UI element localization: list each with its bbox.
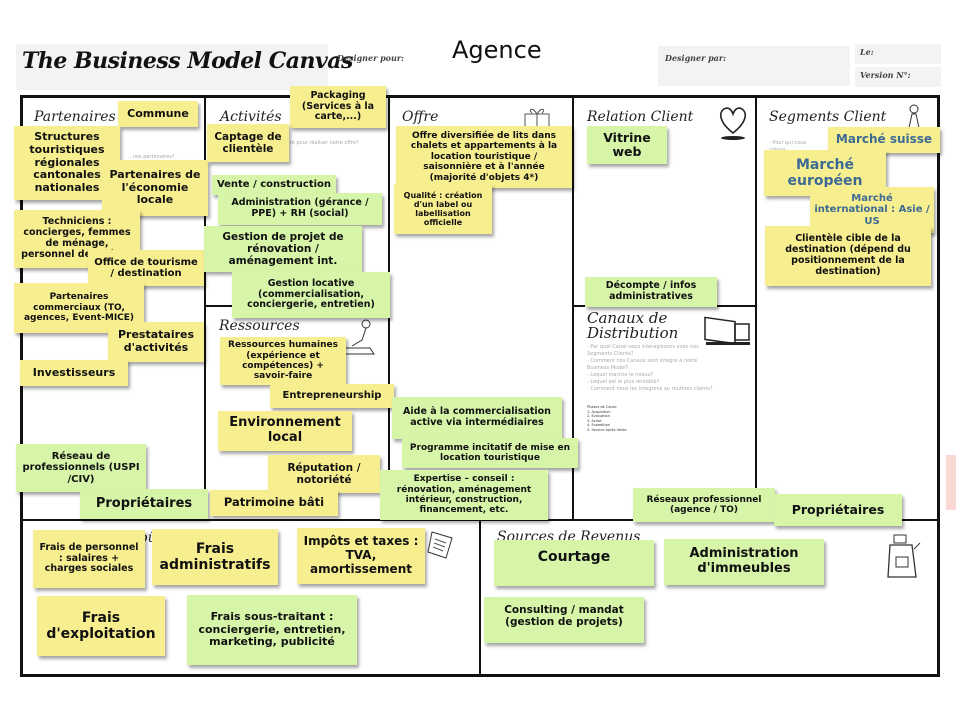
note-reseau-professionnels[interactable]: Réseau de professionnels (USPI /CIV)	[16, 444, 146, 492]
note-qualite-label[interactable]: Qualité : création d'un label ou labelli…	[394, 184, 492, 234]
note-patrimoine-bati[interactable]: Patrimoine bâti	[210, 490, 338, 516]
note-proprietaires-partners[interactable]: Propriétaires	[80, 489, 208, 519]
note-aide-commercialisation[interactable]: Aide à la commercialisation active via i…	[392, 397, 562, 439]
section-title-segments: Segments Client	[769, 109, 887, 125]
invoice-icon	[427, 531, 453, 559]
section-title-offer: Offre	[402, 109, 439, 125]
note-vitrine-web[interactable]: Vitrine web	[587, 126, 667, 164]
divider	[479, 520, 481, 675]
designed-for-value: Agence	[452, 36, 542, 64]
note-expertise-conseil[interactable]: Expertise – conseil : rénovation, aménag…	[380, 470, 548, 520]
note-consulting-mandat[interactable]: Consulting / mandat (gestion de projets)	[484, 597, 644, 643]
note-captage-clientele[interactable]: Captage de clientèle	[207, 124, 289, 162]
note-entrepreneurship[interactable]: Entrepreneurship	[270, 384, 394, 408]
note-programme-incitatif[interactable]: Programme incitatif de mise en location …	[402, 438, 578, 468]
person-icon	[908, 104, 920, 129]
note-partenaires-economie-locale[interactable]: Partenaires de l'économie locale	[102, 160, 208, 216]
note-offre-diversifiee[interactable]: Offre diversifiée de lits dans chalets e…	[396, 126, 572, 188]
title-box	[16, 44, 328, 90]
note-impots-taxes[interactable]: Impôts et taxes : TVA, amortissement	[297, 528, 425, 584]
note-gestion-projet-renovation[interactable]: Gestion de projet de rénovation / aménag…	[204, 226, 362, 272]
version-label: Version N°:	[860, 70, 911, 80]
note-frais-exploitation[interactable]: Frais d'exploitation	[37, 596, 165, 656]
note-prestataires-activites[interactable]: Prestataires d'activités	[108, 322, 204, 362]
decorative-mark	[946, 455, 956, 510]
heart-icon	[719, 107, 747, 140]
note-ressources-humaines[interactable]: Ressources humaines (expérience et compé…	[220, 337, 346, 385]
activities-hint: ...re pour réaliser notre offre?	[285, 140, 359, 146]
note-reseaux-professionnel[interactable]: Réseaux professionnel (agence / TO)	[633, 488, 775, 522]
truck-icon	[704, 316, 750, 345]
note-marche-international[interactable]: Marché international : Asie / US	[810, 187, 934, 233]
note-courtage[interactable]: Courtage	[494, 540, 654, 586]
note-decompte-infos[interactable]: Décompte / infos administratives	[585, 277, 717, 307]
note-marche-suisse[interactable]: Marché suisse	[828, 127, 940, 153]
date-box	[855, 44, 941, 64]
note-frais-administratifs[interactable]: Frais administratifs	[152, 529, 278, 585]
note-clientele-cible[interactable]: Clientèle cible de la destination (dépen…	[765, 226, 931, 286]
note-office-tourisme[interactable]: Office de tourisme / destination	[88, 250, 204, 286]
note-frais-sous-traitant[interactable]: Frais sous-traitant : conciergerie, entr…	[187, 595, 357, 665]
version-box	[855, 67, 941, 87]
note-environnement-local[interactable]: Environnement local	[218, 411, 352, 451]
divider	[204, 96, 206, 520]
partners-hint: ...nos partenaires?	[128, 154, 175, 160]
section-title-channels: Canaux de Distribution	[587, 309, 679, 342]
note-packaging[interactable]: Packaging (Services à la carte,...)	[290, 86, 386, 128]
note-vente-construction[interactable]: Vente / construction	[212, 175, 336, 195]
divider	[755, 96, 757, 520]
section-title-relation: Relation Client	[587, 109, 694, 125]
note-gestion-locative[interactable]: Gestion locative (commercialisation, con…	[232, 272, 390, 318]
note-administration-gerance[interactable]: Administration (gérance / PPE) + RH (soc…	[218, 193, 382, 225]
section-title-partners: Partenaires	[34, 109, 116, 125]
designed-by-box	[658, 46, 850, 86]
note-administration-immeubles[interactable]: Administration d'immeubles	[664, 539, 824, 585]
note-proprietaires-channels[interactable]: Propriétaires	[774, 494, 902, 526]
note-reputation-notoriete[interactable]: Réputation / notoriété	[268, 455, 380, 493]
channels-hint: - Par quel Canal nous interagissons avec…	[587, 344, 713, 392]
canvas-title: The Business Model Canvas	[22, 48, 353, 74]
note-frais-personnel[interactable]: Frais de personnel : salaires + charges …	[33, 530, 145, 588]
note-investisseurs[interactable]: Investisseurs	[20, 360, 128, 386]
worker-icon	[341, 319, 375, 355]
section-title-resources: Ressources	[219, 318, 300, 334]
divider	[572, 96, 574, 520]
section-title-activities: Activités	[220, 109, 282, 125]
date-label: Le:	[860, 47, 874, 57]
note-commune[interactable]: Commune	[118, 101, 198, 127]
designed-for-label: Designer pour:	[337, 53, 404, 63]
channels-phases: Phases de Canal: 1. Acquisition 2. Evalu…	[587, 405, 627, 432]
designed-by-label: Designer par:	[665, 53, 727, 63]
cash-register-icon	[887, 534, 921, 578]
